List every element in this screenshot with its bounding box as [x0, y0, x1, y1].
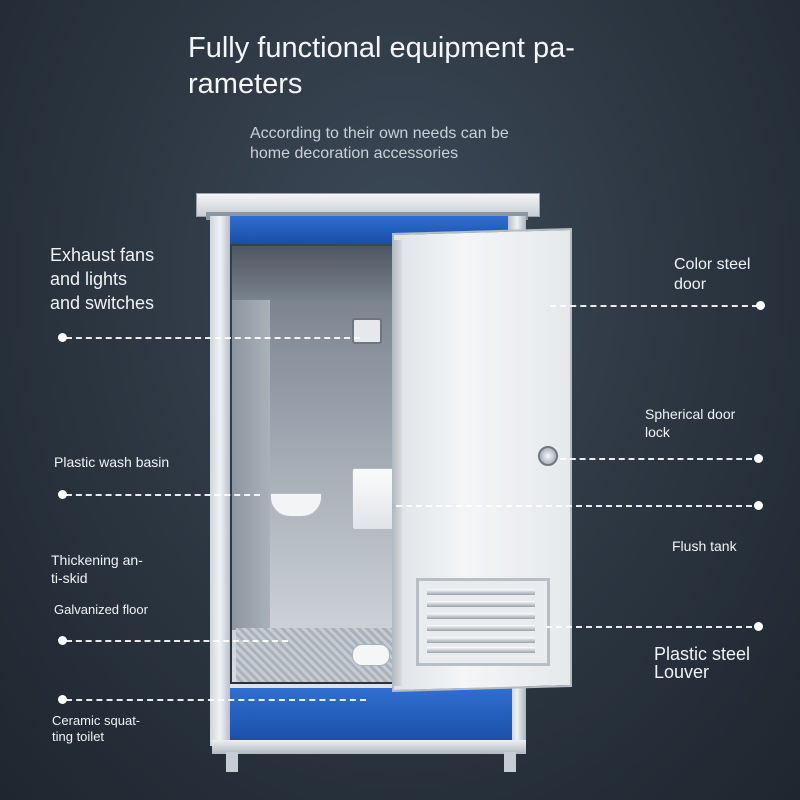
label-skid-line-2: ti-skid — [51, 570, 88, 586]
exhaust-fan-icon — [352, 318, 382, 344]
title-line-2: rameters — [188, 68, 303, 100]
label-door-lock: Spherical door lock — [645, 405, 735, 441]
label-door-line-1: Color steel — [674, 256, 751, 273]
label-louver: Plastic steel Louver — [654, 645, 750, 681]
callout-line-door — [550, 305, 758, 307]
callout-line-tank — [396, 505, 752, 507]
callout-dot-exhaust — [58, 333, 67, 342]
label-flush-tank: Flush tank — [672, 538, 737, 554]
label-lock-line-2: lock — [645, 424, 670, 440]
cabin-door-edge — [392, 240, 402, 686]
label-exhaust-fans: Exhaust fans and lights and switches — [50, 243, 154, 315]
label-door-line-2: door — [674, 276, 707, 293]
label-color-steel-door: Color steel door — [674, 255, 750, 295]
cabin-side-wall — [232, 300, 270, 630]
callout-dot-tank — [754, 501, 763, 510]
label-wash-basin: Plastic wash basin — [54, 454, 170, 470]
label-exhaust-line-2: and lights — [50, 269, 128, 289]
callout-dot-lock — [754, 454, 763, 463]
callout-line-exhaust — [66, 337, 360, 339]
cabin-leg-right — [504, 752, 516, 772]
page-subtitle: According to their own needs can be home… — [250, 124, 570, 164]
label-louver-line-2: Louver — [654, 662, 710, 682]
callout-dot-door — [756, 301, 765, 310]
callout-dot-louver — [754, 622, 763, 631]
door-lock-icon — [538, 446, 558, 466]
cabin-base — [212, 740, 526, 754]
louver-vent-icon — [416, 578, 550, 666]
subtitle-line-1: According to their own needs can be — [250, 125, 509, 142]
label-louver-line-1: Plastic steel — [654, 644, 751, 664]
callout-dot-floor — [58, 636, 67, 645]
callout-line-lock — [560, 458, 752, 460]
cabin-left-frame — [210, 216, 230, 746]
label-lock-line-1: Spherical door — [645, 406, 736, 422]
label-galvanized-floor: Galvanized floor — [54, 602, 148, 617]
callout-dot-toilet — [58, 695, 67, 704]
label-squat-toilet: Ceramic squat- ting toilet — [52, 713, 140, 745]
label-exhaust-line-3: and switches — [50, 293, 155, 313]
cabin-bottom-panel — [230, 684, 512, 744]
label-skid-line-1: Thickening an- — [51, 552, 143, 568]
cabin-ceiling — [232, 246, 394, 306]
label-anti-skid: Thickening an- ti-skid — [51, 551, 143, 587]
squat-toilet-icon — [352, 644, 390, 666]
callout-line-basin — [66, 494, 260, 496]
title-line-1: Fully functional equipment pa- — [188, 32, 575, 64]
label-toilet-line-1: Ceramic squat- — [52, 713, 141, 728]
flush-tank-icon — [352, 468, 394, 530]
label-exhaust-line-1: Exhaust fans — [50, 245, 155, 265]
label-toilet-line-2: ting toilet — [52, 729, 105, 744]
callout-line-toilet — [66, 699, 366, 701]
page-title: Fully functional equipment pa- rameters — [188, 30, 618, 102]
callout-dot-basin — [58, 490, 67, 499]
callout-line-floor — [66, 640, 288, 642]
subtitle-line-2: home decoration accessories — [250, 145, 459, 162]
cabin-leg-left — [226, 752, 238, 772]
callout-line-louver — [546, 626, 752, 628]
